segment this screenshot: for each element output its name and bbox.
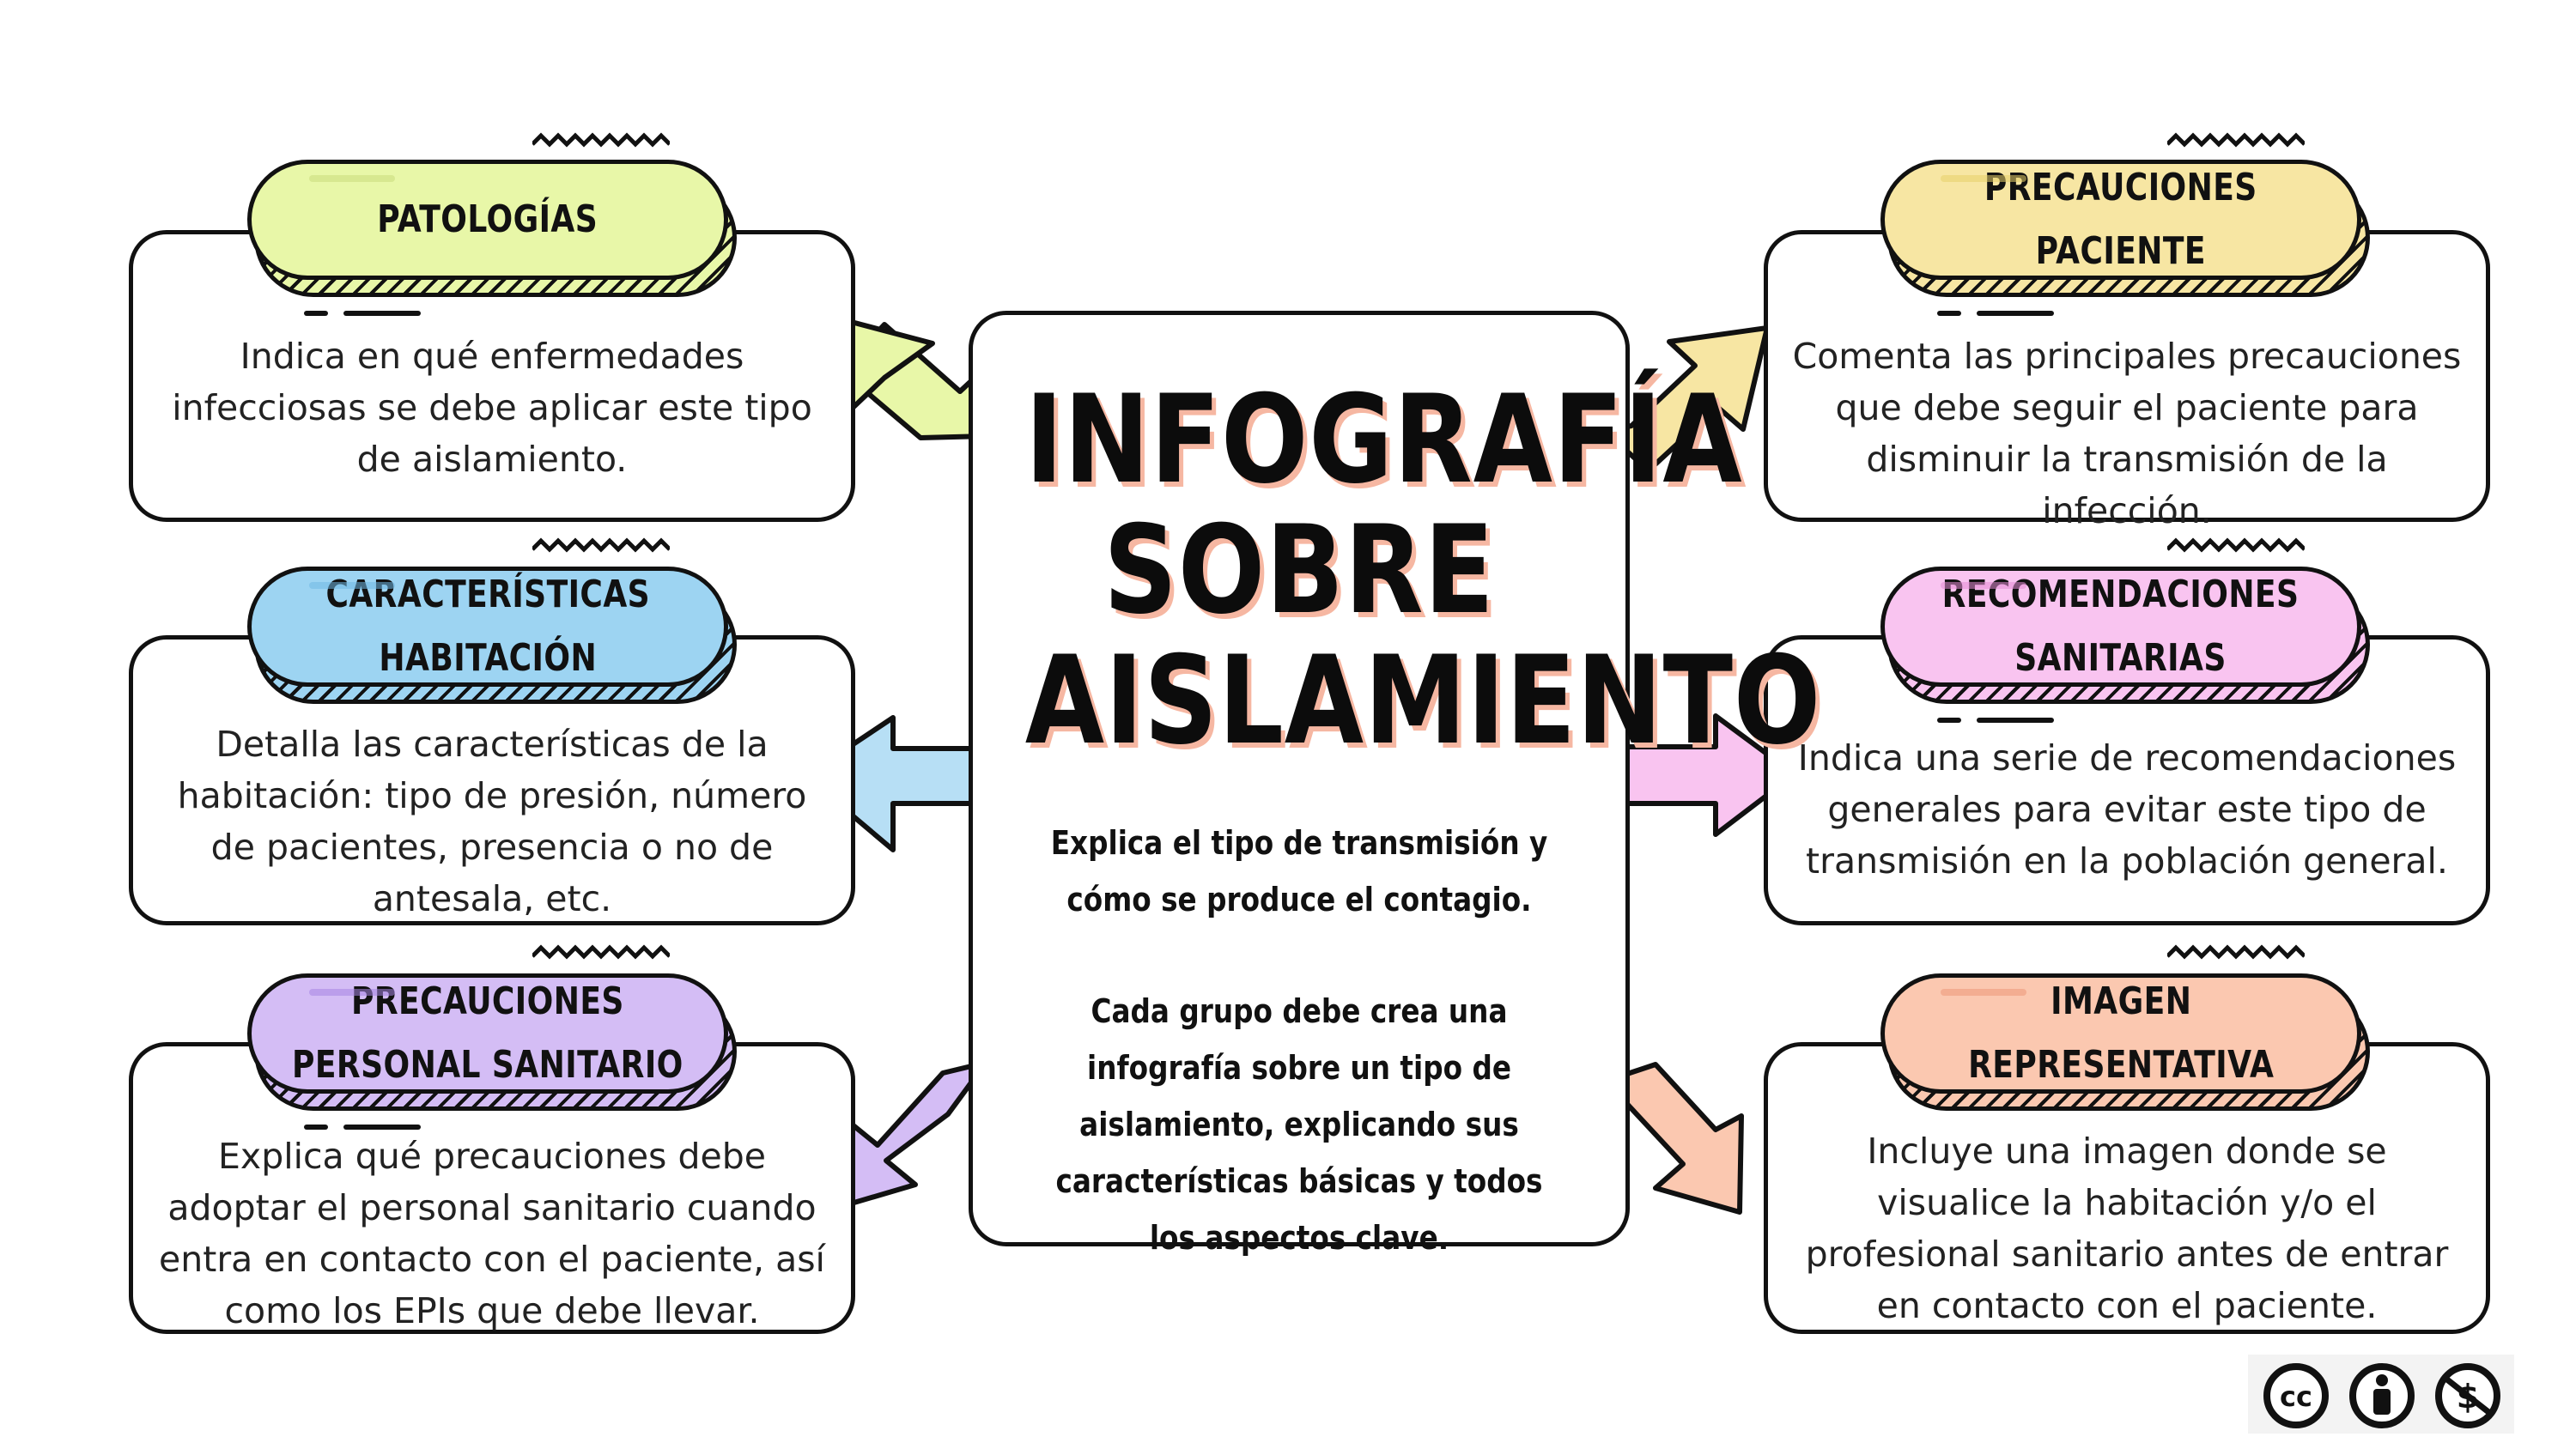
center-text-instructions: Cada grupo debe crea una infografía sobr… — [1055, 992, 1543, 1257]
card-precauciones-paciente-text: Comenta las principales precauciones que… — [1792, 336, 2462, 531]
squiggle-decoration — [532, 132, 670, 148]
arrow-to-imagen — [1612, 1062, 1744, 1215]
card-imagen-text: Incluye una imagen donde se visualice la… — [1805, 1131, 2449, 1326]
card-patologias: Indica en qué enfermedades infecciosas s… — [129, 230, 855, 522]
dash-decoration — [1977, 718, 2054, 723]
page-title: INFOGRAFÍA SOBRE AISLAMIENTO — [1024, 369, 1822, 772]
label-imagen-line2: REPRESENTATIVA — [1967, 1043, 2275, 1087]
label-imagen-line1: IMAGEN — [2050, 979, 2192, 1023]
svg-text:cc: cc — [2280, 1380, 2312, 1413]
dash-decoration — [343, 311, 421, 316]
label-precauciones-personal-line1: PRECAUCIONES — [351, 979, 624, 1023]
cc-icon: cc — [2263, 1363, 2329, 1428]
dash-decoration — [304, 1125, 328, 1130]
by-icon — [2349, 1363, 2415, 1428]
pill-highlight — [1941, 582, 2026, 589]
arrow-to-patologias — [839, 317, 990, 440]
label-recomendaciones-line2: SANITARIAS — [2014, 636, 2227, 680]
label-precauciones-paciente-line1: PRECAUCIONES — [1984, 166, 2257, 209]
card-recomendaciones-text: Indica una serie de recomendaciones gene… — [1797, 737, 2457, 882]
license-badge: cc $ — [2248, 1355, 2514, 1434]
card-caracteristicas-text: Detalla las características de la habita… — [177, 724, 807, 919]
label-patologias: PATOLOGÍAS — [247, 160, 737, 297]
dash-decoration — [1937, 311, 1961, 316]
label-recomendaciones-line1: RECOMENDACIONES — [1942, 573, 2300, 616]
squiggle-decoration — [2167, 944, 2305, 960]
squiggle-decoration — [2167, 132, 2305, 148]
dash-decoration — [1977, 311, 2054, 316]
label-caracteristicas: CARACTERÍSTICAS HABITACIÓN — [247, 567, 737, 704]
card-imagen: Incluye una imagen donde se visualice la… — [1764, 1042, 2490, 1334]
dash-decoration — [304, 311, 328, 316]
squiggle-decoration — [532, 537, 670, 553]
card-precauciones-personal-text: Explica qué precauciones debe adoptar el… — [159, 1136, 825, 1331]
dash-decoration — [1937, 718, 1961, 723]
center-text-transmission: Explica el tipo de transmisión y cómo se… — [1050, 824, 1548, 919]
dash-decoration — [343, 1125, 421, 1130]
pill-highlight — [1941, 175, 2026, 182]
pill-highlight — [1941, 989, 2026, 996]
squiggle-decoration — [2167, 537, 2305, 553]
card-caracteristicas: Detalla las características de la habita… — [129, 635, 855, 925]
label-precauciones-paciente-line2: PACIENTE — [2035, 229, 2207, 273]
center-panel: INFOGRAFÍA SOBRE AISLAMIENTO Explica el … — [969, 311, 1822, 1257]
nc-icon: $ — [2435, 1363, 2500, 1428]
pill-highlight — [309, 582, 395, 589]
label-patologias-text: PATOLOGÍAS — [377, 197, 598, 241]
label-precauciones-paciente: PRECAUCIONES PACIENTE — [1880, 160, 2370, 297]
label-precauciones-personal-line2: PERSONAL SANITARIO — [292, 1043, 683, 1087]
label-caracteristicas-line2: HABITACIÓN — [379, 636, 597, 680]
pill-highlight — [309, 989, 395, 996]
squiggle-decoration — [532, 944, 670, 960]
card-patologias-text: Indica en qué enfermedades infecciosas s… — [172, 336, 812, 480]
label-caracteristicas-line1: CARACTERÍSTICAS — [325, 573, 650, 616]
pill-highlight — [309, 175, 395, 182]
